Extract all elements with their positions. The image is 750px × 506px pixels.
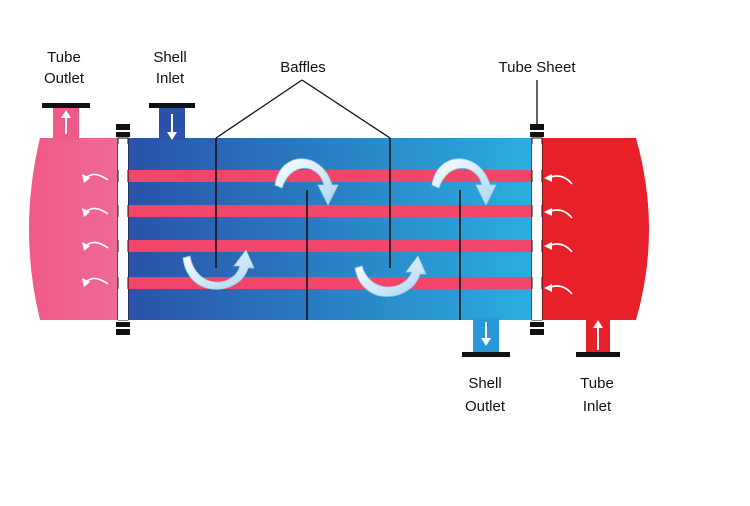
shell-outlet-flange <box>462 352 510 357</box>
left-head-channel <box>29 138 118 320</box>
shell-inlet-flange <box>149 103 195 108</box>
tube-outlet-label-line1: Tube <box>47 49 81 66</box>
tube <box>118 205 542 217</box>
shell-inlet-label-line1: Shell <box>153 49 186 66</box>
tube <box>118 240 542 252</box>
baffles-label: Baffles <box>280 59 326 76</box>
tube-sheet-label: Tube Sheet <box>499 59 577 76</box>
right-head-channel <box>542 138 649 320</box>
tube <box>118 277 542 289</box>
baffles <box>215 138 461 320</box>
tube-outlet-label-line2: Outlet <box>44 70 85 87</box>
shell-outlet-label-line2: Outlet <box>465 398 506 415</box>
baffles-leader-lines <box>215 79 391 139</box>
tube-inlet-label-line1: Tube <box>580 375 614 392</box>
tube-inlet-flange <box>576 352 620 357</box>
tube-outlet-flange <box>42 103 90 108</box>
shell-flow-swirl-arrows <box>182 158 497 297</box>
shell-outlet-label-line1: Shell <box>468 375 501 392</box>
tube-inlet-label-line2: Inlet <box>583 398 612 415</box>
shell-inlet-label-line2: Inlet <box>156 70 185 87</box>
